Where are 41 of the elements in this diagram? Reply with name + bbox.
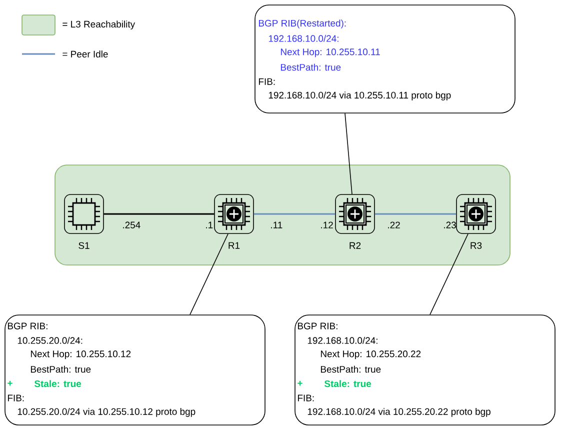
callout-text: 192.168.10.0/24 via 10.255.20.22 proto bgp <box>308 408 490 417</box>
link-line <box>374 213 456 215</box>
link-line <box>254 213 336 215</box>
reachability-area <box>54 164 510 266</box>
interface-label: .254 <box>123 222 140 228</box>
callout-text: FIB: <box>8 394 24 402</box>
callout-text: Next Hop: 10.255.10.11 <box>280 48 380 58</box>
leader-line <box>430 234 468 315</box>
device-label: R2 <box>350 242 361 249</box>
interface-label: .12 <box>321 222 333 228</box>
device-label: S1 <box>78 242 90 249</box>
callout-text: Next Hop: 10.255.20.22 <box>320 350 421 360</box>
callout-text: Stale: true <box>324 380 372 388</box>
callout-text: BGP RIB(Restarted): <box>258 20 346 28</box>
callout-text: BGP RIB: <box>298 322 338 330</box>
device-label: R1 <box>228 242 240 249</box>
callout-text: + <box>298 380 302 386</box>
legend-label: = L3 Reachability <box>62 20 136 30</box>
device-label: R3 <box>470 242 482 249</box>
callout-text: 192.168.10.0/24: <box>268 34 338 42</box>
callout-text: 10.255.20.0/24 via 10.255.10.12 proto bgp <box>18 408 196 417</box>
callout-text: BGP RIB: <box>8 322 48 330</box>
interface-label: .22 <box>388 222 400 228</box>
leader-line <box>190 234 228 315</box>
callout-text: + <box>8 380 12 386</box>
interface-label: .1 <box>206 222 213 228</box>
callout-text: 192.168.10.0/24: <box>308 336 378 344</box>
callout-text: 192.168.10.0/24 via 10.255.10.11 proto bgp <box>268 92 451 100</box>
callout-text: BestPath: true <box>320 366 381 373</box>
callout-text: Next Hop: 10.255.10.12 <box>30 350 131 360</box>
interface-label: .11 <box>271 222 282 228</box>
interface-label: .23 <box>444 222 456 228</box>
link-line <box>104 213 214 215</box>
callout-text: 10.255.20.0/24: <box>18 336 82 344</box>
callout-text: BestPath: true <box>280 64 341 71</box>
callout-text: BestPath: true <box>30 366 91 373</box>
callout-text: FIB: <box>298 394 314 402</box>
callout-text: FIB: <box>258 78 275 85</box>
callout-text: Stale: true <box>34 380 82 388</box>
legend-label: = Peer Idle <box>62 50 108 58</box>
leader-line <box>344 113 352 194</box>
